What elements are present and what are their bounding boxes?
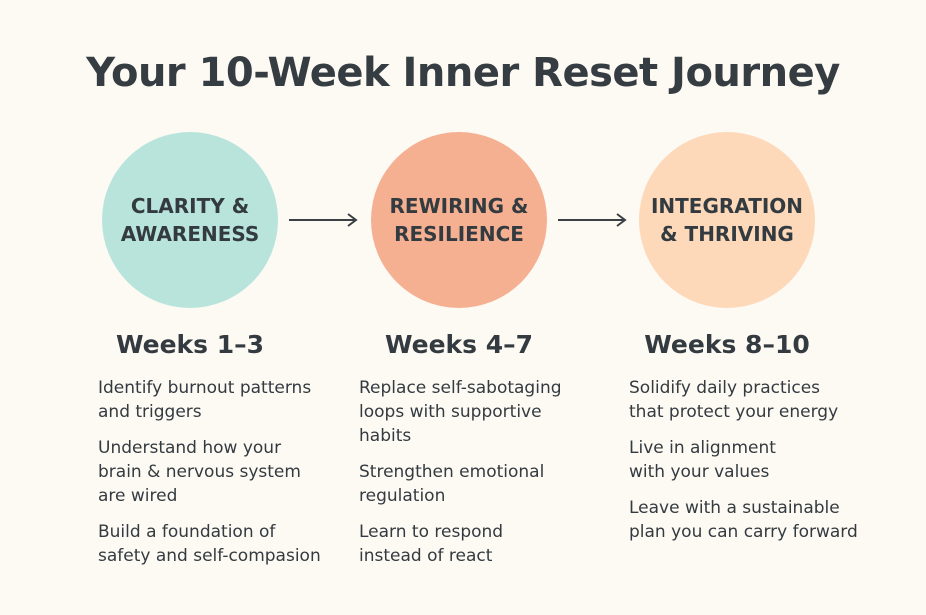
list-item: Learn to respond instead of react <box>359 520 609 568</box>
phase-weeks: Weeks 1–3 <box>115 330 265 359</box>
list-item-line: Learn to respond <box>359 522 504 542</box>
list-item: Live in alignment with your values <box>629 436 879 484</box>
list-item-line: Identify burnout patterns <box>98 378 312 398</box>
phase-weeks: Weeks 4–7 <box>384 330 534 359</box>
phase-name: REWIRING & <box>389 194 529 218</box>
list-item-line: Solidify daily practices <box>629 378 821 398</box>
list-item-line: Live in alignment <box>629 438 776 458</box>
page-title: Your 10-Week Inner Reset Journey <box>86 50 840 96</box>
list-item-line: safety and self-compasion <box>98 546 321 566</box>
phase-circle: INTEGRATION & THRIVING <box>639 132 815 308</box>
list-item-line: Understand how your <box>98 438 282 458</box>
list-item: Solidify daily practices that protect you… <box>629 376 879 424</box>
phase-name: INTEGRATION <box>650 194 804 218</box>
phase-item-list: Replace self-sabotaging loops with suppor… <box>359 376 609 580</box>
list-item-line: Strengthen emotional <box>359 462 545 482</box>
phase-circle: REWIRING & RESILIENCE <box>371 132 547 308</box>
phase-weeks: Weeks 8–10 <box>644 330 810 359</box>
list-item-line: loops with supportive <box>359 402 542 422</box>
list-item-line: are wired <box>98 486 178 506</box>
phase-name: RESILIENCE <box>394 222 524 246</box>
arrow-right-icon <box>558 213 627 227</box>
phase-name: AWARENESS <box>120 222 260 246</box>
phase-name: & THRIVING <box>660 222 794 246</box>
list-item-line: regulation <box>359 486 446 506</box>
list-item: Understand how your brain & nervous syste… <box>98 436 348 508</box>
list-item-line: Leave with a sustainable <box>629 498 840 518</box>
list-item: Replace self-sabotaging loops with suppor… <box>359 376 609 448</box>
list-item-line: brain & nervous system <box>98 462 301 482</box>
list-item-line: habits <box>359 426 412 446</box>
list-item: Leave with a sustainable plan you can car… <box>629 496 879 544</box>
list-item-line: instead of react <box>359 546 493 566</box>
list-item-line: and triggers <box>98 402 202 422</box>
list-item-line: plan you can carry forward <box>629 522 858 542</box>
list-item: Build a foundation of safety and self-com… <box>98 520 348 568</box>
list-item: Strengthen emotional regulation <box>359 460 609 508</box>
phase-circle: CLARITY & AWARENESS <box>102 132 278 308</box>
list-item-line: that protect your energy <box>629 402 839 422</box>
list-item-line: Build a foundation of <box>98 522 276 542</box>
phase-name: CLARITY & <box>130 194 250 218</box>
list-item-line: Replace self-sabotaging <box>359 378 562 398</box>
phase-item-list: Solidify daily practices that protect you… <box>629 376 879 556</box>
arrow-right-icon <box>289 213 358 227</box>
list-item: Identify burnout patterns and triggers <box>98 376 348 424</box>
list-item-line: with your values <box>629 462 770 482</box>
